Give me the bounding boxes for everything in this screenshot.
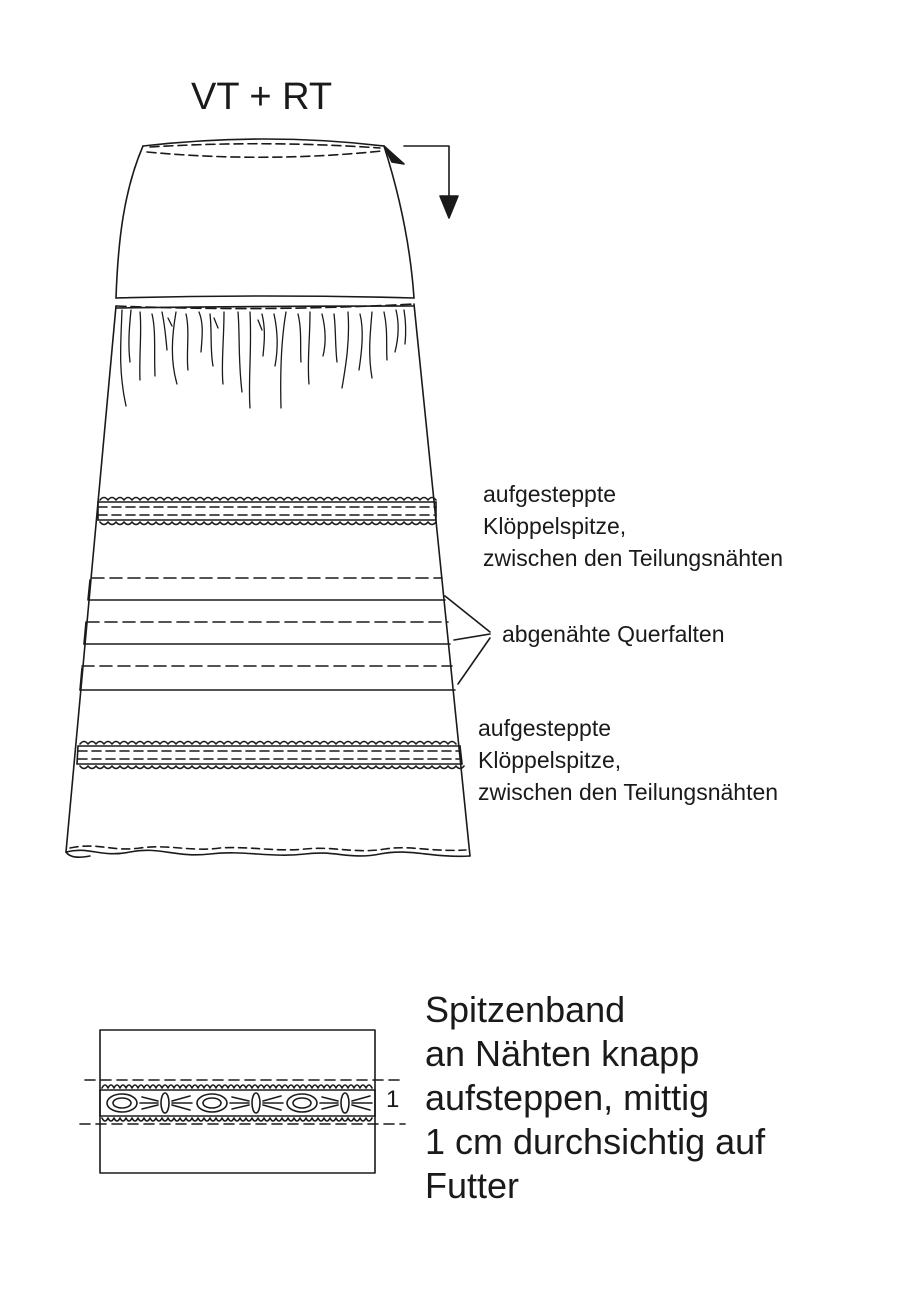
hem xyxy=(65,845,471,858)
lace-instruction-line: 1 cm durchsichtig auf xyxy=(425,1121,766,1162)
cross-tucks xyxy=(79,577,456,691)
lace-top-label-line: Klöppelspitze, xyxy=(483,513,627,539)
dimension-label: 1 xyxy=(386,1086,400,1113)
lace-top-label-line: zwischen den Teilungsnähten xyxy=(483,545,784,571)
lower-lace-band xyxy=(76,740,465,770)
lace-instruction: Spitzenband an Nähten knapp aufsteppen, … xyxy=(425,988,765,1208)
diagram-title: VT + RT xyxy=(191,76,333,118)
lace-instruction-line: an Nähten knapp xyxy=(425,1033,700,1074)
upper-lace-band xyxy=(97,496,437,526)
lace-top-label: aufgesteppte Klöppelspitze, zwischen den… xyxy=(483,478,783,574)
gathers xyxy=(119,309,407,409)
direction-arrow xyxy=(403,145,459,219)
tucks-label: abgenähte Querfalten xyxy=(502,621,725,647)
tuck-leader-lines xyxy=(444,595,491,685)
lace-bottom-label-line: aufgesteppte xyxy=(478,715,612,741)
lace-bottom-label-line: Klöppelspitze, xyxy=(478,747,622,773)
skirt-body xyxy=(65,303,471,857)
lace-bottom-label-line: zwischen den Teilungsnähten xyxy=(478,779,779,805)
lace-detail xyxy=(79,1029,406,1174)
yoke xyxy=(115,145,415,310)
lace-instruction-line: aufsteppen, mittig xyxy=(425,1077,710,1118)
lace-instruction-line: Futter xyxy=(425,1165,520,1206)
lace-instruction-line: Spitzenband xyxy=(425,989,626,1030)
lace-top-label-line: aufgesteppte xyxy=(483,481,617,507)
waistband xyxy=(142,138,405,165)
lace-bottom-label: aufgesteppte Klöppelspitze, zwischen den… xyxy=(478,712,778,808)
